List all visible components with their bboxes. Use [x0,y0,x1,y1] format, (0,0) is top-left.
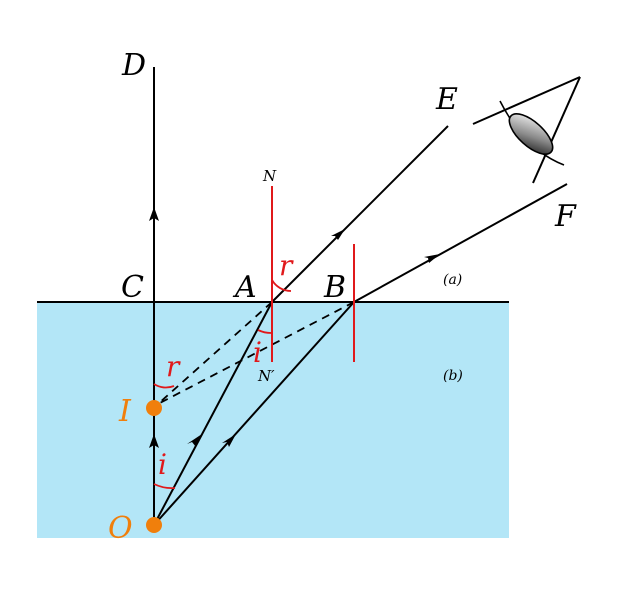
arrow-OB [222,434,236,447]
label-A: A [232,270,257,305]
label-medium-b: (b) [443,368,463,384]
arrow-AE [331,229,345,240]
arrow-OA [187,434,202,447]
label-i-mid: i [253,336,262,369]
label-E: E [435,82,458,117]
ray-BF [353,183,568,303]
label-D: D [121,48,146,83]
label-i-bottom: i [158,448,167,481]
arrow-vertical-lower [149,434,159,448]
label-I: I [118,394,132,429]
label-medium-a: (a) [443,272,462,288]
arrow-BF [424,254,440,263]
eye-icon [472,76,581,184]
label-N-prime: N′ [257,367,275,385]
label-O: O [108,511,133,546]
angle-arc-i-mid [257,329,273,334]
label-r-top: r [279,249,294,282]
dashed-extension-B [157,301,355,405]
dashed-extension-A [157,301,273,405]
angle-arc-i-bottom [153,483,176,489]
angle-arc-r-left [153,383,175,389]
label-r-left: r [166,350,181,383]
arrow-vertical-upper [149,207,159,221]
point-I [146,400,162,416]
label-F: F [554,199,577,234]
point-O [146,517,162,533]
ray-OB [153,301,355,526]
angle-arc-r-top [271,279,292,292]
label-C: C [121,270,144,305]
label-N: N [262,167,277,185]
ray-AE [271,125,449,303]
label-B: B [323,270,346,305]
